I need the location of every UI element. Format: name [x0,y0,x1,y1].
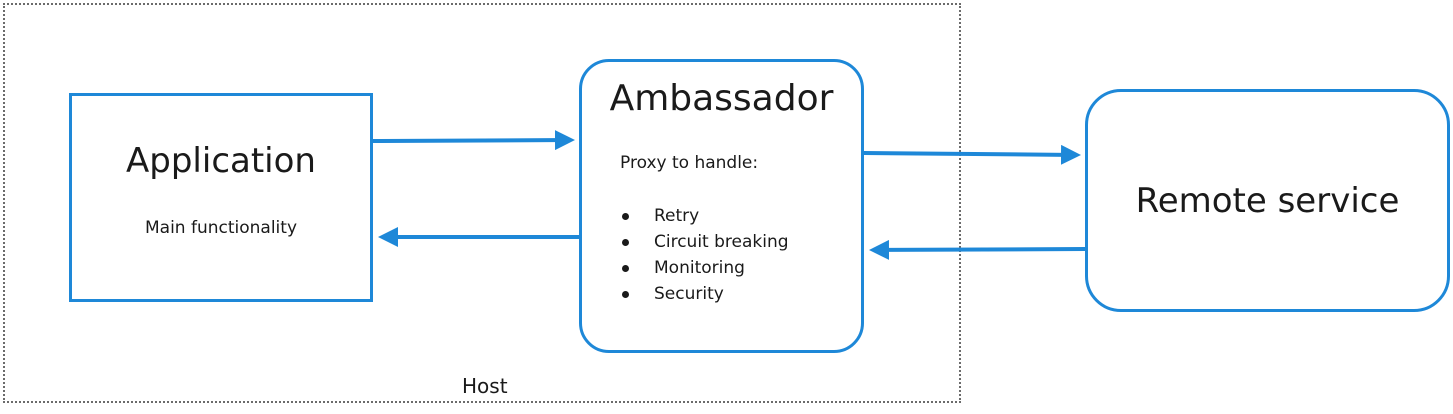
bullet-icon [622,239,629,246]
application-box: Application Main functionality [69,93,373,302]
arrow-app-to-ambassador [372,130,575,151]
host-boundary [3,3,961,403]
remote-service-title: Remote service [1135,181,1400,221]
host-label: Host [462,374,508,398]
list-item: Security [620,281,789,307]
ambassador-intro: Proxy to handle: [620,153,759,173]
ambassador-list: Retry Circuit breaking Monitoring Securi… [620,203,789,307]
list-item-label: Retry [654,206,700,226]
list-item: Circuit breaking [620,229,789,255]
remote-service-box: Remote service [1085,89,1450,312]
list-item-label: Security [654,284,724,304]
application-title: Application [126,141,316,181]
list-item-label: Monitoring [654,258,745,278]
arrow-remote-to-ambassador [869,239,1086,260]
bullet-icon [622,265,629,272]
bullet-icon [622,291,629,298]
application-subtitle: Main functionality [144,218,298,238]
ambassador-box: Ambassador Proxy to handle: Retry Circui… [579,59,864,353]
list-item: Retry [620,203,789,229]
list-item-label: Circuit breaking [654,232,789,252]
bullet-icon [622,213,629,220]
list-item: Monitoring [620,255,789,281]
ambassador-title: Ambassador [609,78,834,119]
arrow-ambassador-to-remote [863,144,1081,165]
